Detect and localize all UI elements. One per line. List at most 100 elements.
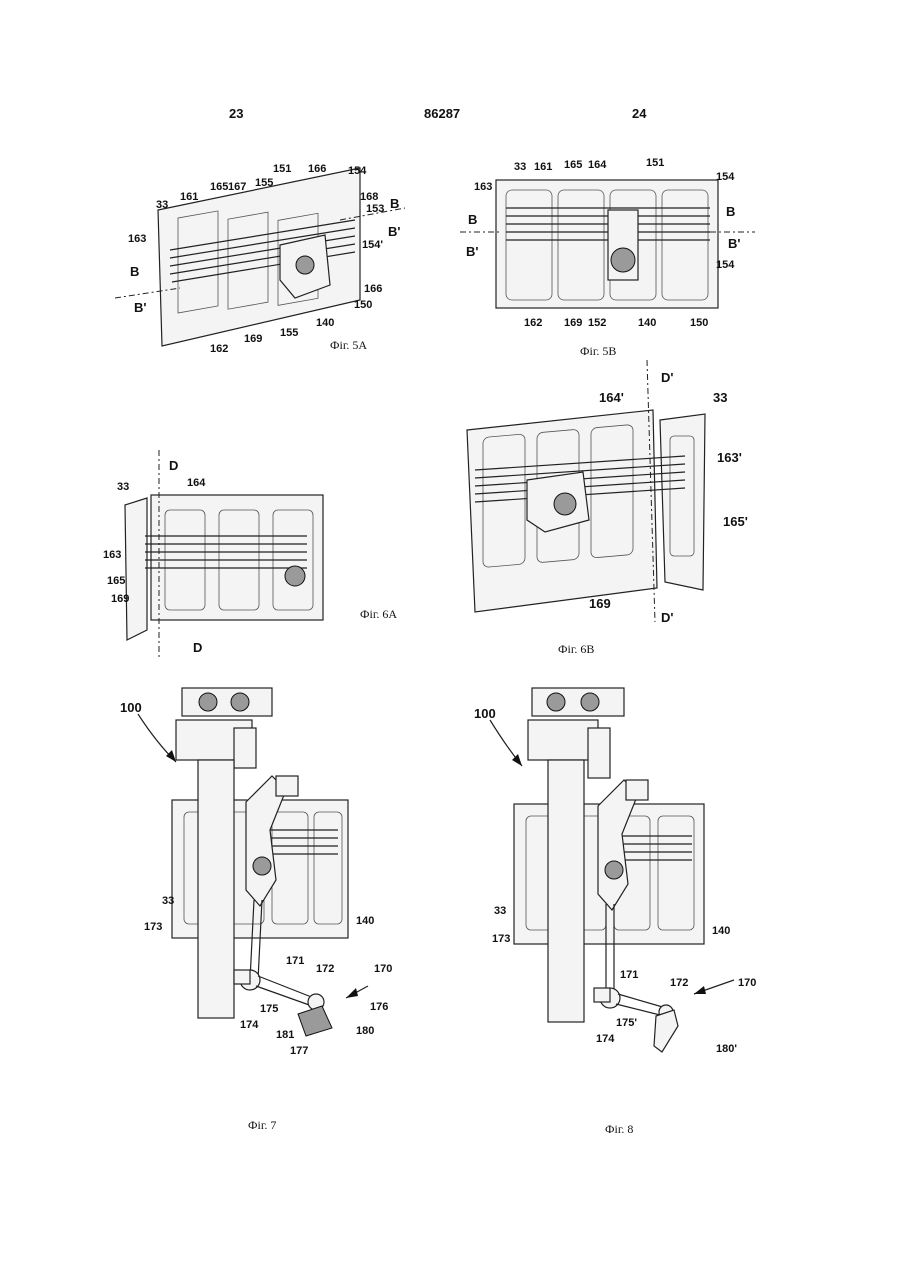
label: 171 [286,955,304,967]
label: 163' [717,450,742,465]
label: D [193,640,202,655]
figure-5b: 33 161 165 164 151 154 163 B B' B B' 154… [460,150,760,340]
caption-fig-8: Фіг. 8 [605,1122,633,1137]
label: 162 [524,317,542,329]
label: 33 [713,390,727,405]
label: 165 [107,575,125,587]
label: 174 [596,1033,615,1045]
label: 154 [348,165,367,177]
label: 171 [620,969,638,981]
label: B' [134,300,146,315]
label: D' [661,610,673,625]
label: 33 [162,895,174,907]
plate [496,180,718,308]
blade-180-prime [654,1010,678,1052]
figure-6b: D' 33 164' 163' 165' 169 D' [455,360,755,630]
label: 140 [638,317,656,329]
label: 154 [716,171,735,183]
mast [548,760,584,1022]
label: B' [388,224,400,239]
label: 150 [690,317,708,329]
label: 163 [128,233,146,245]
caption-fig-6a: Фіг. 6А [360,607,397,622]
label: 173 [144,921,162,933]
label: 140 [316,317,334,329]
figure-8: 100 33 173 140 171 172 170 174 175' 180' [470,680,770,1070]
label: D [169,458,178,473]
label: 33 [514,161,526,173]
label: 161 [180,191,198,203]
label: 169 [564,317,582,329]
label: 33 [156,199,168,211]
blade-180 [298,1006,332,1036]
label: 174 [240,1019,259,1031]
label: 154' [362,239,383,251]
figure-6a-drawing: D 33 164 163 165 169 D [95,450,345,665]
mast [198,760,234,1018]
label: 173 [492,933,510,945]
label: 166 [308,163,326,175]
top-bracket [182,688,272,716]
figure-5a-drawing: 33 161 165 167 155 151 166 154 168 153 B… [110,150,410,360]
label: 165' [723,514,748,529]
figure-7: 100 33 173 140 171 172 170 174 175 176 1… [110,680,410,1065]
label: 163 [474,181,492,193]
label: B' [466,244,478,259]
label: B [468,212,477,227]
label: 140 [356,915,374,927]
label: 163 [103,549,121,561]
caption-fig-7: Фіг. 7 [248,1118,276,1133]
label: 172 [670,977,688,989]
label: 154 [716,259,735,271]
label: 181 [276,1029,294,1041]
label: B [390,196,399,211]
label: 165 [210,181,228,193]
label: 155 [255,177,273,189]
label: 150 [354,299,372,311]
figure-6a: D 33 164 163 165 169 D [95,450,345,665]
label: 165 [564,159,582,171]
label: 168 [360,191,378,203]
label: B [726,204,735,219]
label: 155 [280,327,298,339]
label: 164 [588,159,607,171]
label: 151 [273,163,291,175]
label: 175' [616,1017,637,1029]
top-bracket [532,688,624,716]
label: 164 [187,477,206,489]
caption-fig-5b: Фіг. 5В [580,344,616,359]
label: 167 [228,181,246,193]
label: 169 [111,593,129,605]
label: 172 [316,963,334,975]
label: 166 [364,283,382,295]
label: 177 [290,1045,308,1057]
figure-7-drawing: 100 33 173 140 171 172 170 174 175 176 1… [110,680,410,1065]
label: 170 [738,977,756,989]
label: 161 [534,161,552,173]
label: 33 [494,905,506,917]
label: 164' [599,390,624,405]
label: 175 [260,1003,278,1015]
flap-33 [660,414,705,590]
figure-5a: 33 161 165 167 155 151 166 154 168 153 B… [110,150,410,360]
label: 180 [356,1025,374,1037]
label: 140 [712,925,730,937]
label: 100 [120,700,142,715]
label: 169 [589,596,611,611]
document-number: 86287 [424,106,460,121]
figure-5b-drawing: 33 161 165 164 151 154 163 B B' B B' 154… [460,150,760,340]
label: 170 [374,963,392,975]
caption-fig-5a: Фіг. 5А [330,338,367,353]
flap-33 [125,498,147,640]
label: B' [728,236,740,251]
label: 169 [244,333,262,345]
label: 176 [370,1001,388,1013]
label: 151 [646,157,664,169]
figure-8-drawing: 100 33 173 140 171 172 170 174 175' 180' [470,680,770,1070]
label: 33 [117,481,129,493]
page-number-right: 24 [632,106,646,121]
label: B [130,264,139,279]
caption-fig-6b: Фіг. 6В [558,642,594,657]
label: 180' [716,1043,737,1055]
label: 100 [474,706,496,721]
